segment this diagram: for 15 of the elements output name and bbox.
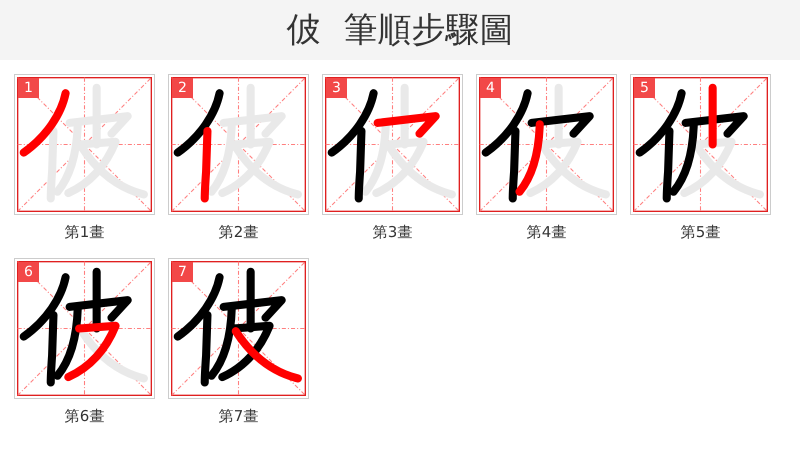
step-number: 6	[18, 262, 39, 282]
step-caption: 第3畫	[372, 222, 412, 242]
step-number: 4	[480, 78, 501, 98]
step-caption: 第6畫	[64, 406, 104, 426]
page-title: 佊 筆順步驟圖	[286, 9, 514, 52]
step-number: 1	[18, 78, 39, 98]
step-caption: 第5畫	[680, 222, 720, 242]
step-number: 2	[172, 78, 193, 98]
step-caption: 第1畫	[64, 222, 104, 242]
step-caption: 第4畫	[526, 222, 566, 242]
step-number: 5	[634, 78, 655, 98]
step-number: 3	[326, 78, 347, 98]
step-number: 7	[172, 262, 193, 282]
step-caption: 第2畫	[218, 222, 258, 242]
step-caption: 第7畫	[218, 406, 258, 426]
